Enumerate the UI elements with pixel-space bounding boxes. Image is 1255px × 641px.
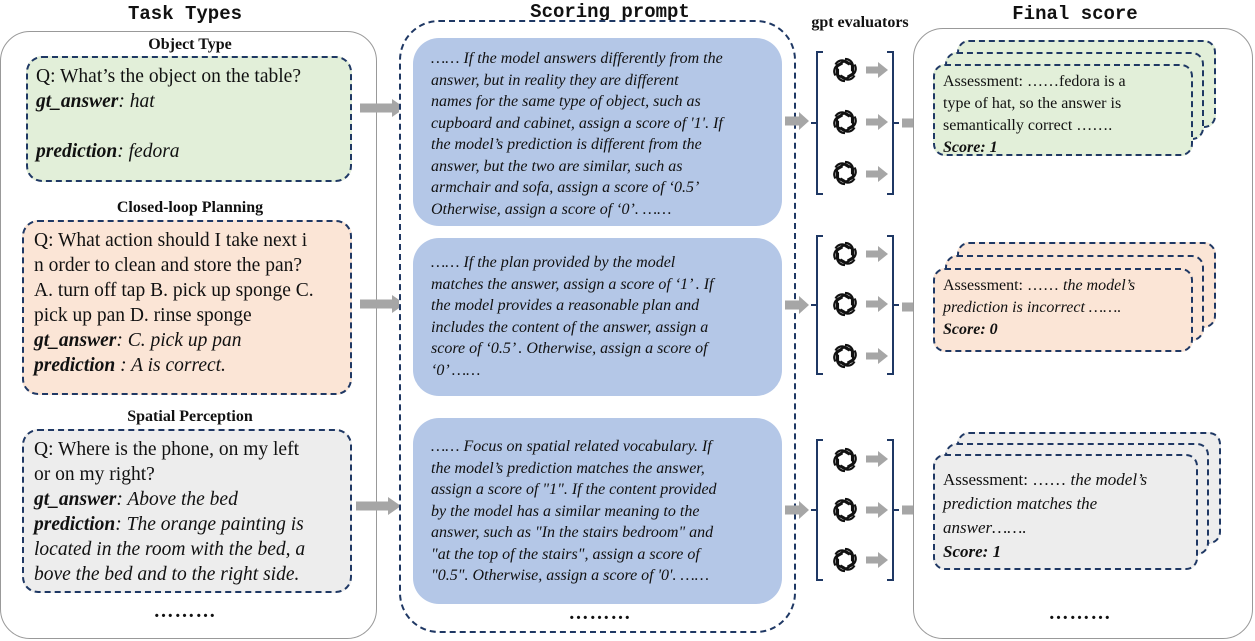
prompt-line: …… If the plan provided by the model [431,254,676,271]
task-gt-answer: gt_answer: C. pick up pan [34,330,242,351]
score-card-closed-loop-planning: Assessment: …… the model’s prediction is… [933,268,1193,352]
bracket-icon [816,439,823,581]
gpt-evaluators-heading: gpt evaluators [811,14,909,31]
prompt-line: includes the content of the answer, assi… [431,318,709,336]
prompt-line: names for the same type of object, such … [431,93,701,110]
openai-logo-icon [830,496,860,524]
openai-logo-icon [830,342,860,370]
assessment-line: semantically correct ……. [943,117,1113,134]
prompt-line: …… Focus on spatial related vocabulary. … [431,438,712,455]
scoring-prompt-spatial-perception: …… Focus on spatial related vocabulary. … [413,418,782,604]
score-card-spatial-perception: Assessment: …… the model’s prediction ma… [933,454,1198,570]
right-arrow-icon [785,296,809,314]
prompt-line: answer, but in reality they are differen… [431,71,679,89]
score-value: Score: 1 [943,542,1002,561]
prompt-line: "at the top of the stairs", assign a sco… [431,545,700,563]
task-box-closed-loop-planning: Q: What action should I take next i n or… [22,220,352,395]
right-arrow-icon [866,552,888,568]
openai-logo-icon [830,446,860,474]
task-gt-answer: gt_answer: hat [36,91,155,112]
scoring-prompt-object-type: …… If the model answers differently from… [413,38,782,226]
task-types-heading: Task Types [127,3,243,25]
right-arrow-icon [785,112,809,130]
assessment-line: answer……. [943,518,1027,537]
task-question-line: n order to clean and store the pan? [34,255,303,276]
bracket-icon [816,235,823,375]
right-arrow-icon [866,296,888,312]
gpt-evaluator-group [811,235,899,375]
right-arrow-icon [866,166,888,182]
task-title-spatial-perception: Spatial Perception [127,408,253,425]
task-prediction: prediction : A is correct. [34,355,226,376]
right-arrow-icon [785,501,809,519]
scoring-prompt-closed-loop-planning: …… If the plan provided by the model mat… [413,238,782,396]
task-title-closed-loop-planning: Closed-loop Planning [116,199,264,216]
gpt-evaluator-group [811,439,899,581]
assessment-line: Assessment: …… the model’s [943,277,1136,294]
assessment-line: prediction is incorrect ……. [943,299,1122,316]
score-card-object-type: Assessment: ……fedora is a type of hat, s… [933,64,1193,156]
right-arrow-icon [866,502,888,518]
prompt-line: "0.5". Otherwise, assign a score of '0'.… [431,567,709,584]
right-arrow-icon [866,62,888,78]
bracket-icon [816,51,823,195]
right-arrow-icon [866,114,888,130]
task-question-line: Q: What action should I take next i [34,230,308,251]
scores-ellipsis: ……… [1048,602,1112,624]
openai-logo-icon [830,108,860,136]
openai-logo-icon [830,290,860,318]
task-question-line: pick up pan D. rinse sponge [34,305,252,326]
prompt-line: the model’s prediction matches the answe… [431,459,705,477]
score-value: Score: 1 [943,139,998,156]
assessment-line: type of hat, so the answer is [943,95,1122,112]
task-question: Q: What’s the object on the table? [36,66,301,87]
task-question-line: Q: Where is the phone, on my left [34,439,299,460]
prompt-line: …… If the model answers differently from… [431,50,723,67]
openai-logo-icon [830,546,860,574]
openai-logo-icon [830,56,860,84]
task-gt-answer: gt_answer: Above the bed [34,489,238,510]
task-box-spatial-perception: Q: Where is the phone, on my left or on … [22,429,352,593]
gpt-evaluator-group [811,51,899,195]
tasks-ellipsis: ……… [153,600,217,622]
openai-logo-icon [830,240,860,268]
prompt-line: answer, such as "In the stairs bedroom" … [431,524,714,541]
prompt-line: the model provides a reasonable plan and [431,297,700,314]
bracket-icon [887,51,894,195]
prompt-line: ‘0’ …… [431,361,481,379]
task-question-line: A. turn off tap B. pick up sponge C. [34,280,314,301]
assessment-line: prediction matches the [943,494,1098,513]
prompt-line: Otherwise, assign a score of ‘0’. …… [431,200,672,218]
task-question-line: or on my right? [34,464,155,485]
prompt-line: cupboard and cabinet, assign a score of … [431,114,723,132]
prompt-line: the model’s prediction is different from… [431,136,702,153]
task-prediction: prediction: fedora [36,141,180,162]
prompt-line: assign a score of "1". If the content pr… [431,481,717,498]
prompt-line: matches the answer, assign a score of ‘1… [431,275,714,293]
prompts-ellipsis: ……… [568,602,632,624]
scoring-prompt-heading: Scoring prompt [530,1,690,23]
task-box-object-type: Q: What’s the object on the table? gt_an… [26,56,352,182]
final-score-heading: Final score [1012,3,1138,25]
assessment-line: Assessment: ……fedora is a [943,73,1126,90]
right-arrow-icon [866,246,888,262]
prompt-line: by the model has a similar meaning to th… [431,502,700,520]
right-arrow-icon [866,348,888,364]
prompt-line: answer, but the two are similar, such as [431,157,683,175]
prompt-line: armchair and sofa, assign a score of ‘0.… [431,179,700,196]
task-title-object-type: Object Type [148,36,232,53]
openai-logo-icon [830,159,860,187]
bracket-icon [887,235,894,375]
task-prediction-line: bove the bed and to the right side. [34,564,300,585]
task-prediction: prediction: The orange painting is [34,514,304,535]
right-arrow-icon [866,451,888,467]
assessment-line: Assessment: …… the model’s [943,470,1148,489]
prompt-line: score of ‘0.5’ . Otherwise, assign a sco… [431,340,708,357]
task-prediction-line: located in the room with the bed, a [34,539,306,560]
score-value: Score: 0 [943,321,998,338]
